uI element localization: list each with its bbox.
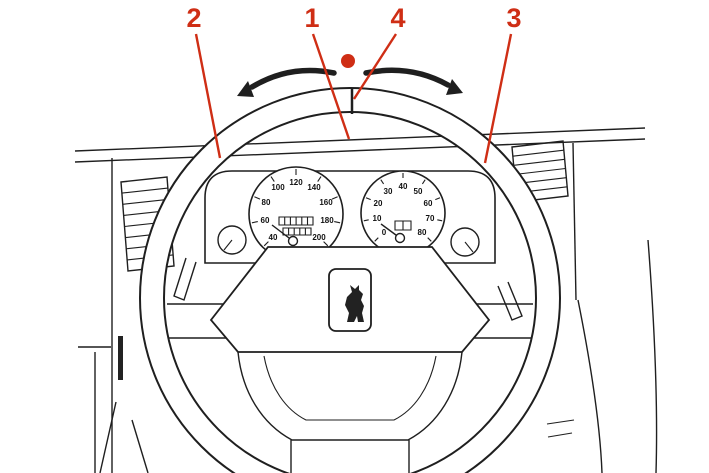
rotate-left-arrowhead-icon [237,81,254,97]
dashboard-background [74,127,658,473]
rotate-left-arrow-icon [249,67,337,90]
tach-label-10: 10 [373,214,382,223]
right-spoke [474,303,533,339]
dash-top-line-upper [74,127,646,152]
speedometer: 40 60 80 100 120 140 160 180 200 [248,166,344,262]
lower-pad-outline [237,351,463,441]
fuel-gauge-needle [223,239,233,251]
temp-gauge-needle [464,241,474,253]
left-spoke [167,303,226,339]
left-vent-louvers [121,187,174,261]
speedo-trip-counter [282,227,312,236]
callout-1-label: 1 [304,3,319,33]
tach-label-0: 0 [382,228,387,237]
speedo-label-100: 100 [271,183,285,192]
right-trim-dash-1 [546,419,575,425]
centre-marker-dot [341,54,355,68]
tach-label-30: 30 [384,187,393,196]
callouts: 2 1 4 3 [186,3,522,164]
right-trim-dash-2 [547,432,573,438]
callout-3-line [483,33,513,164]
right-stalk [497,281,523,321]
left-lower-diagonal-1 [99,401,117,473]
left-side-trim [78,158,149,473]
fuel-gauge [217,225,247,255]
right-pillar-line [572,142,577,301]
callout-4-label: 4 [390,3,405,33]
speedo-label-200: 200 [312,233,326,242]
speedo-label-140: 140 [307,183,321,192]
right-side-trim [546,142,658,473]
tach-needle-hub [394,232,406,244]
column-stalks [173,257,523,321]
tach-label-50: 50 [414,187,423,196]
tach-label-60: 60 [424,199,433,208]
callout-3-label: 3 [506,3,521,33]
rotate-right-arrowhead-icon [446,79,463,95]
speedo-label-160: 160 [319,198,333,207]
speedo-label-40: 40 [269,233,278,242]
speedo-label-120: 120 [289,178,303,187]
left-air-vent [120,176,175,272]
callout-2-line [194,33,222,159]
left-lower-diagonal-2 [131,419,149,473]
speedo-label-180: 180 [320,216,334,225]
tach-label-70: 70 [426,214,435,223]
callout-4-line [352,33,398,100]
tach-window [394,220,412,231]
speedo-label-80: 80 [262,198,271,207]
speedo-label-60: 60 [261,216,270,225]
temp-gauge [450,227,480,257]
rotate-right-arrow-icon [363,67,451,88]
tach-label-40: 40 [399,182,408,191]
tachometer-ticks [363,173,443,242]
peugeot-lion-icon [345,285,364,322]
callout-1-line [311,33,351,140]
speedometer-ticks [251,169,341,247]
tachometer: 0 10 20 30 40 50 60 70 80 [360,170,446,256]
instrument-cluster: 40 60 80 100 120 140 160 180 200 0 10 20… [204,166,496,264]
left-door-handle [118,336,123,380]
tach-label-80: 80 [418,228,427,237]
steering-wheel-hub [167,246,533,473]
steering-wheel-rim [138,87,562,473]
right-console-curve-inner [577,299,603,473]
lower-pad-inner-line [263,355,437,421]
speedo-odometer [278,216,314,226]
left-vent-frame [120,176,175,272]
steering-column-lines [290,440,410,473]
speedo-needle-hub [287,235,299,247]
right-console-curve-outer [647,239,658,473]
right-vent-louvers [512,149,568,194]
left-stalk [173,257,197,301]
tach-label-20: 20 [374,199,383,208]
callout-2-label: 2 [186,3,201,33]
